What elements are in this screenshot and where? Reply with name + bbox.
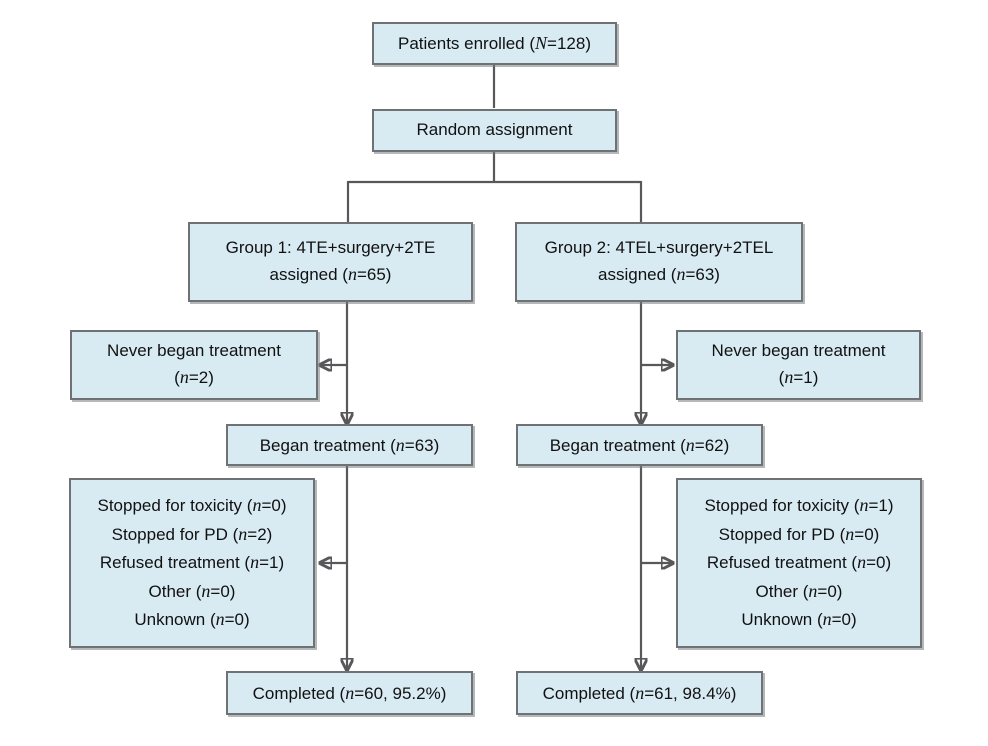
node-never-began-right: Never began treatment (n=1) bbox=[676, 330, 921, 400]
discontinued-right-row-1: Stopped for PD (n=0) bbox=[718, 523, 880, 544]
node-group1: Group 1: 4TE+surgery+2TE assigned (n=65) bbox=[188, 222, 473, 302]
discontinued-right-row-4: Unknown (n=0) bbox=[741, 609, 857, 630]
discontinued-left-row-2: Refused treatment (n=1) bbox=[99, 552, 285, 573]
discontinued-right-row-3: Other (n=0) bbox=[755, 580, 843, 601]
node-never-began-right-line1: Never began treatment bbox=[711, 341, 886, 361]
node-group2: Group 2: 4TEL+surgery+2TEL assigned (n=6… bbox=[515, 222, 803, 302]
node-discontinued-left: Stopped for toxicity (n=0) Stopped for P… bbox=[69, 478, 315, 648]
node-discontinued-right: Stopped for toxicity (n=1) Stopped for P… bbox=[676, 478, 922, 648]
discontinued-right-row-2: Refused treatment (n=0) bbox=[706, 552, 892, 573]
node-random-assignment-label: Random assignment bbox=[416, 120, 573, 140]
discontinued-left-row-1: Stopped for PD (n=2) bbox=[111, 523, 273, 544]
discontinued-left-row-0: Stopped for toxicity (n=0) bbox=[97, 495, 287, 515]
node-random-assignment: Random assignment bbox=[372, 109, 617, 152]
node-began-treatment-right-label: Began treatment (n=62) bbox=[549, 434, 730, 455]
node-never-began-left: Never began treatment (n=2) bbox=[70, 330, 318, 400]
node-never-began-right-line2: (n=1) bbox=[778, 367, 819, 387]
node-patients-enrolled-label: Patients enrolled (N=128) bbox=[398, 33, 591, 54]
node-completed-right: Completed (n=61, 98.4%) bbox=[516, 671, 763, 715]
node-group2-line1: Group 2: 4TEL+surgery+2TEL bbox=[544, 238, 774, 258]
node-group1-line1: Group 1: 4TE+surgery+2TE bbox=[225, 238, 436, 258]
node-completed-left-label: Completed (n=60, 95.2%) bbox=[252, 682, 447, 703]
discontinued-left-row-3: Other (n=0) bbox=[148, 580, 236, 601]
node-began-treatment-right: Began treatment (n=62) bbox=[516, 424, 763, 466]
discontinued-left-row-4: Unknown (n=0) bbox=[134, 609, 250, 630]
node-group2-line2: assigned (n=63) bbox=[598, 264, 720, 284]
node-began-treatment-left: Began treatment (n=63) bbox=[226, 424, 473, 466]
node-began-treatment-left-label: Began treatment (n=63) bbox=[259, 434, 440, 455]
node-completed-left: Completed (n=60, 95.2%) bbox=[226, 671, 473, 715]
node-never-began-left-line1: Never began treatment bbox=[107, 341, 281, 361]
node-patients-enrolled: Patients enrolled (N=128) bbox=[372, 22, 617, 65]
discontinued-right-row-0: Stopped for toxicity (n=1) bbox=[704, 495, 894, 515]
node-never-began-left-line2: (n=2) bbox=[174, 367, 214, 387]
node-group1-line2: assigned (n=65) bbox=[269, 264, 392, 284]
node-completed-right-label: Completed (n=61, 98.4%) bbox=[542, 682, 737, 703]
